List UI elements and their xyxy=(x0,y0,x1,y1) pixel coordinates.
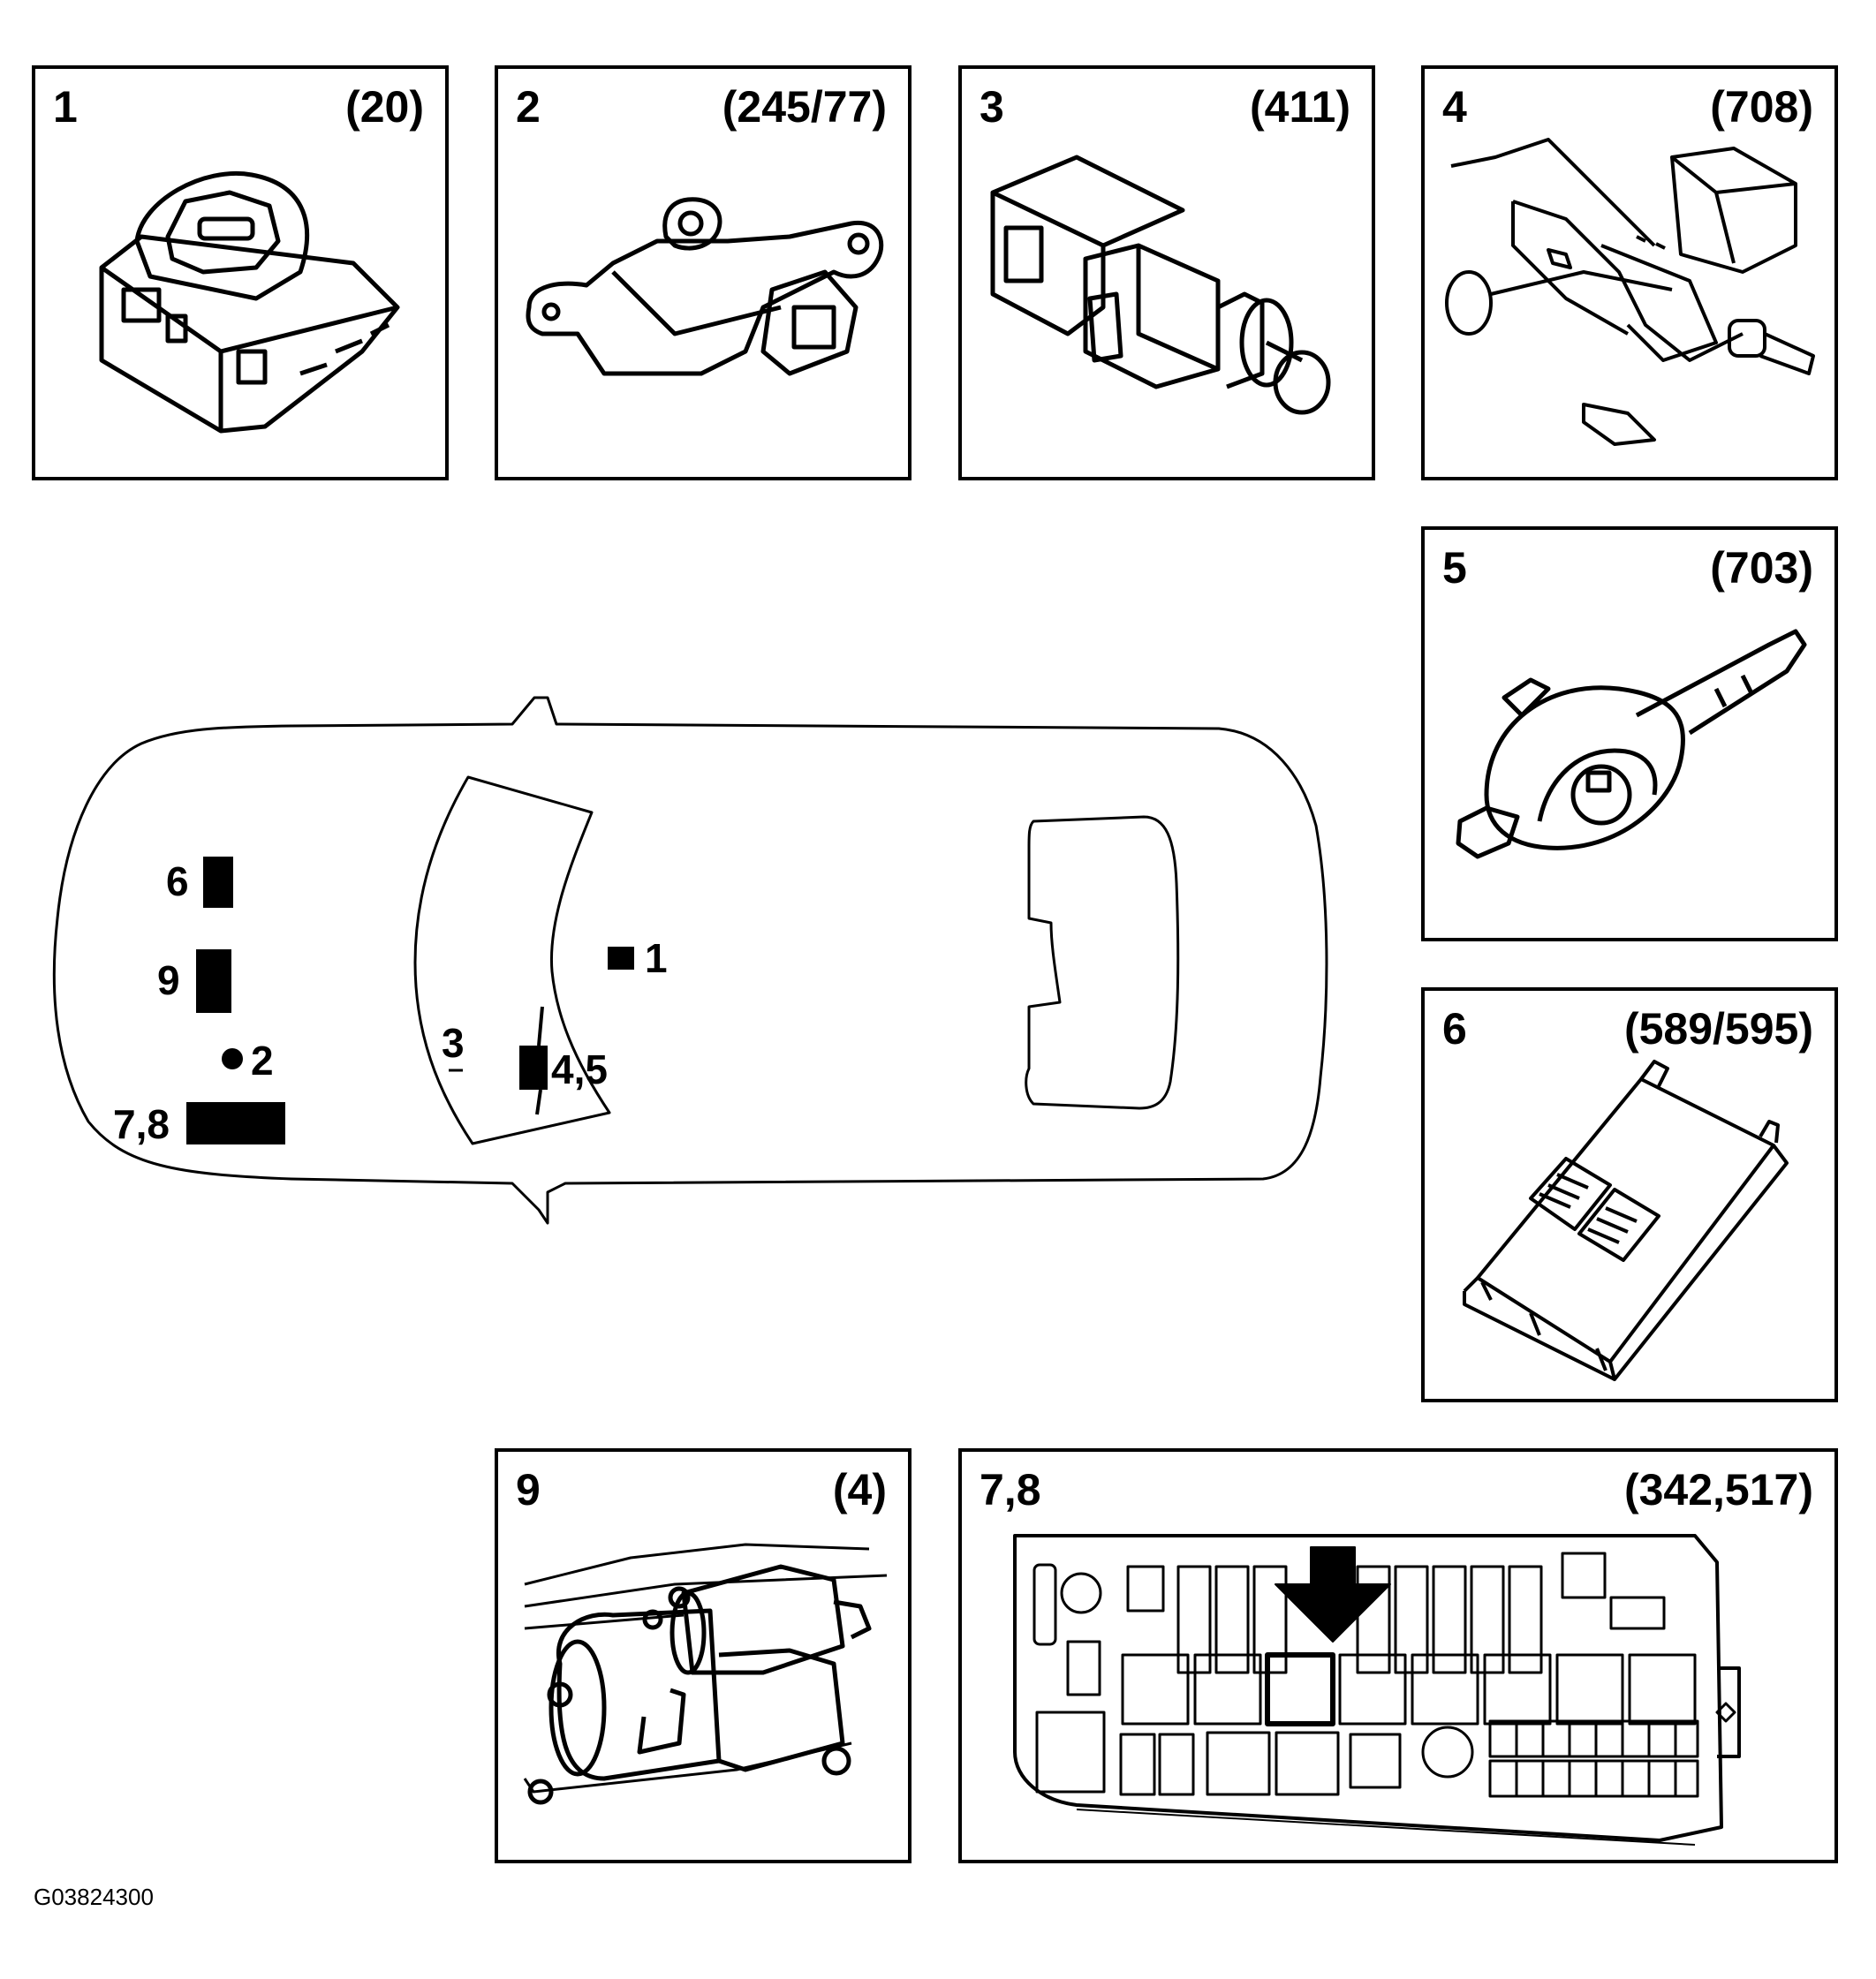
brake-switch-illustration xyxy=(990,155,1331,415)
steering-stalk-illustration xyxy=(1456,629,1807,859)
location-marker-7-8 xyxy=(186,1102,285,1144)
panel-1: 1 (20) xyxy=(32,65,449,480)
panel-number: 5 xyxy=(1442,543,1467,593)
figure-id: G03824300 xyxy=(34,1884,154,1910)
location-label-1: 1 xyxy=(645,935,668,981)
panel-number: 4 xyxy=(1442,82,1467,132)
location-label-9: 9 xyxy=(157,957,180,1003)
control-module-illustration xyxy=(1463,1060,1789,1381)
location-marker-1 xyxy=(608,947,634,970)
panel-reference: (589/595) xyxy=(1623,1004,1813,1054)
location-label-3: 3 xyxy=(442,1020,465,1066)
steering-column-illustration xyxy=(1445,138,1815,446)
panel-5: 5 (703) xyxy=(1421,526,1838,941)
panel-reference: (20) xyxy=(345,82,424,132)
location-label-7-8: 7,8 xyxy=(113,1101,170,1147)
arrow-down-icon xyxy=(1275,1546,1391,1643)
panel-number: 3 xyxy=(980,82,1004,132)
location-label-6: 6 xyxy=(166,858,189,904)
panel-4: 4 (708) xyxy=(1421,65,1838,480)
location-marker-2 xyxy=(222,1048,243,1069)
panel-3: 3 (411) xyxy=(958,65,1375,480)
panel-reference: (245/77) xyxy=(722,82,887,132)
range-sensor-illustration xyxy=(526,197,884,376)
panel-9: 9 (4) xyxy=(495,1448,912,1863)
location-marker-9 xyxy=(196,949,231,1013)
panel-number: 1 xyxy=(53,82,78,132)
panel-number: 6 xyxy=(1442,1004,1467,1054)
panel-number: 7,8 xyxy=(980,1465,1041,1514)
panel-6: 6 (589/595) xyxy=(1421,987,1838,1402)
panel-7-8: 7,8 (342,517) xyxy=(958,1448,1838,1863)
starter-motor-illustration xyxy=(523,1543,888,1805)
panel-2: 2 (245/77) xyxy=(495,65,912,480)
panel-number: 2 xyxy=(516,82,541,132)
location-label-2: 2 xyxy=(251,1038,274,1084)
location-marker-4-5 xyxy=(519,1046,548,1090)
ignition-switch-illustration xyxy=(99,171,400,434)
location-label-4-5: 4,5 xyxy=(551,1046,608,1092)
panel-reference: (342,517) xyxy=(1623,1465,1813,1514)
location-marker-6 xyxy=(203,857,233,908)
fuse-box-illustration xyxy=(1013,1534,1741,1846)
panel-reference: (4) xyxy=(832,1465,887,1514)
panel-reference: (703) xyxy=(1710,543,1813,593)
panel-number: 9 xyxy=(516,1465,541,1514)
panel-reference: (411) xyxy=(1250,82,1350,132)
panel-reference: (708) xyxy=(1710,82,1813,132)
